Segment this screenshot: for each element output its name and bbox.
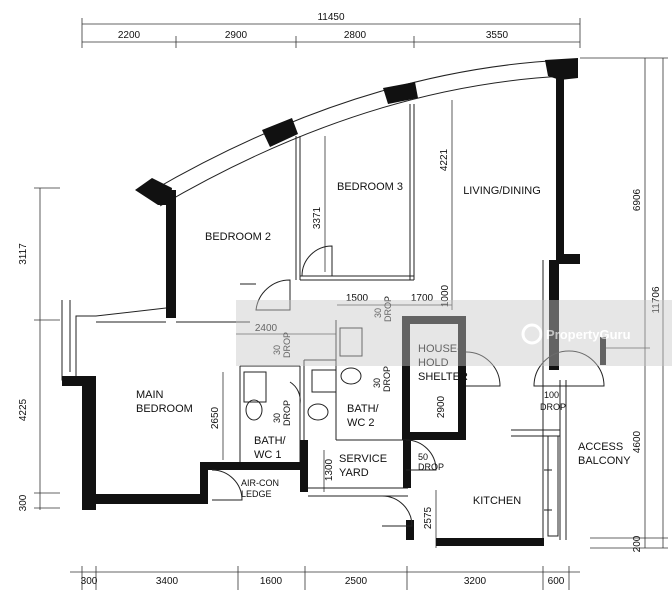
drop-annotations: 30 DROP 30 DROP 30 DROP 30 DROP 50 DROP … xyxy=(272,296,566,472)
room-bath1-line1: BATH/ xyxy=(254,435,287,447)
room-shelter-line1: HOUSE- xyxy=(418,343,461,355)
basin-icon xyxy=(245,399,263,421)
basin-icon xyxy=(311,369,337,393)
drop-label: DROP xyxy=(418,462,444,472)
dim-left-1: 3117 xyxy=(18,243,29,265)
dim-right-4: 200 xyxy=(632,535,643,552)
dim-2900: 2900 xyxy=(436,395,447,418)
room-living-dining: LIVING/DINING xyxy=(463,185,541,197)
dim-3371: 3371 xyxy=(312,206,323,229)
room-bedroom-2: BEDROOM 2 xyxy=(205,231,271,243)
dim-overall-top: 11450 xyxy=(317,12,345,23)
dim-top-3: 2800 xyxy=(344,30,367,41)
curved-facade xyxy=(135,58,578,207)
drop-value: 50 xyxy=(418,452,428,462)
dim-top-1: 2200 xyxy=(118,30,141,41)
room-aircon-line2: LEDGE xyxy=(241,489,272,499)
toilet-icon xyxy=(340,367,362,385)
toilet-icon xyxy=(339,327,363,357)
dim-bottom-2: 3400 xyxy=(156,576,179,587)
dim-1300: 1300 xyxy=(324,458,335,481)
dim-bottom-1: 300 xyxy=(81,576,98,587)
dim-1700: 1700 xyxy=(411,293,434,304)
doors xyxy=(211,245,605,527)
fixtures xyxy=(243,327,559,537)
room-bath1-line2: WC 1 xyxy=(254,449,282,461)
dim-left-2: 4225 xyxy=(18,398,29,421)
dim-1000: 1000 xyxy=(440,284,451,307)
dim-top-2: 2900 xyxy=(225,30,248,41)
kitchen-counter xyxy=(547,435,559,537)
dim-bottom-3: 1600 xyxy=(260,576,283,587)
drop-label: DROP xyxy=(540,402,566,412)
dim-2575: 2575 xyxy=(423,506,434,529)
drop-value: 30 xyxy=(272,413,282,423)
room-aircon-line1: AIR-CON xyxy=(241,478,279,488)
toilet-icon xyxy=(307,403,329,421)
dim-right-3: 4600 xyxy=(632,430,643,453)
room-shelter-line2: HOLD xyxy=(418,357,449,369)
drop-value: 30 xyxy=(272,345,282,355)
dim-top-4: 3550 xyxy=(486,30,509,41)
drop-label: DROP xyxy=(282,400,292,426)
dim-left-3: 300 xyxy=(18,494,29,511)
propertyguru-logo-icon xyxy=(521,323,543,345)
room-bath2-line2: WC 2 xyxy=(347,417,375,429)
dim-bottom-4: 2500 xyxy=(345,576,368,587)
shower-icon xyxy=(243,371,267,403)
watermark-text: PropertyGuru xyxy=(546,327,631,342)
walls xyxy=(61,76,606,546)
room-bath2-line1: BATH/ xyxy=(347,403,380,415)
dim-2650: 2650 xyxy=(210,406,221,429)
dim-bottom-6: 600 xyxy=(548,576,565,587)
drop-value: 30 xyxy=(372,378,382,388)
room-access-line1: ACCESS xyxy=(578,441,623,453)
drop-label: DROP xyxy=(282,332,292,358)
dimension-labels: 11450 2200 2900 2800 3550 300 3400 1600 … xyxy=(18,12,662,587)
room-main-line2: BEDROOM xyxy=(136,403,193,415)
dim-2400: 2400 xyxy=(255,323,278,334)
drop-value: 100 xyxy=(544,390,559,400)
drop-label: DROP xyxy=(383,296,393,322)
room-main-line1: MAIN xyxy=(136,389,164,401)
dim-right-2: 11706 xyxy=(651,286,662,314)
room-service-line2: YARD xyxy=(339,467,369,479)
watermark: PropertyGuru xyxy=(236,300,672,366)
drop-value: 30 xyxy=(373,308,383,318)
dim-1500: 1500 xyxy=(346,293,369,304)
room-labels: BEDROOM 2 BEDROOM 3 LIVING/DINING MAIN B… xyxy=(136,181,631,507)
dim-bottom-5: 3200 xyxy=(464,576,487,587)
room-bedroom-3: BEDROOM 3 xyxy=(337,181,403,193)
room-kitchen: KITCHEN xyxy=(473,495,521,507)
room-service-line1: SERVICE xyxy=(339,453,387,465)
dimension-lines xyxy=(34,18,668,590)
dim-right-1: 6906 xyxy=(632,188,643,211)
drop-label: DROP xyxy=(382,366,392,392)
room-shelter-line3: SHELTER xyxy=(418,371,468,383)
dim-4221: 4221 xyxy=(439,148,450,171)
room-access-line2: BALCONY xyxy=(578,455,631,467)
